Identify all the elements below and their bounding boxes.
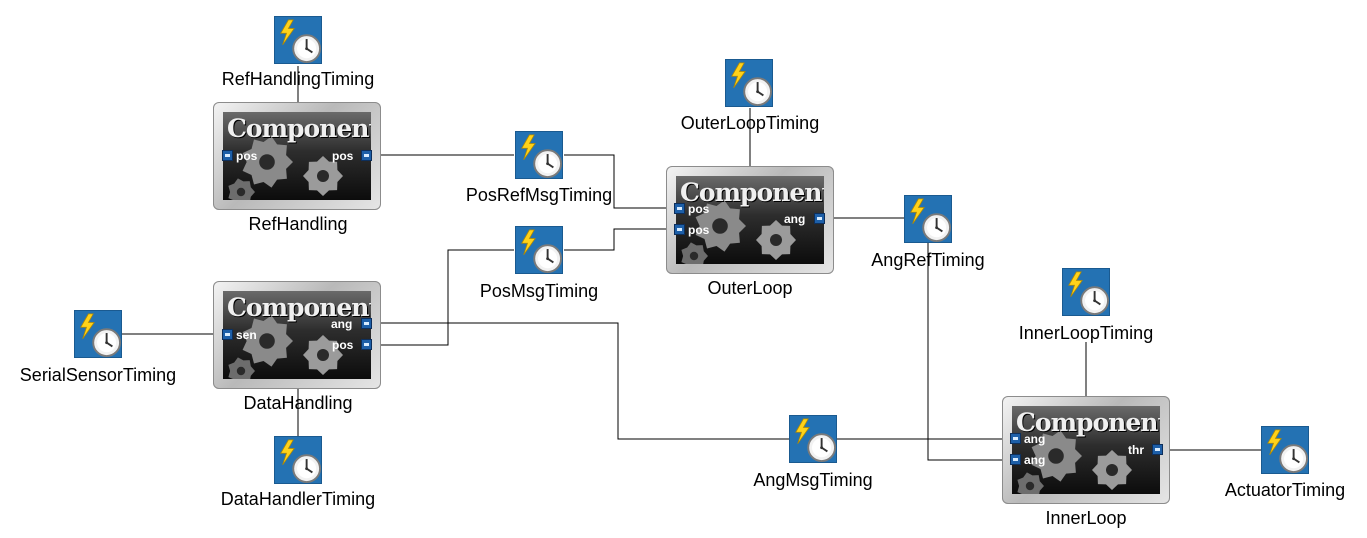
- component-badge: Component: [1016, 408, 1160, 437]
- port-label-out-ang: ang: [784, 212, 806, 226]
- gears-icon: [228, 315, 343, 379]
- timer-angreftiming[interactable]: [904, 195, 952, 243]
- timer-refhandlingtiming[interactable]: [274, 16, 322, 64]
- timer-clock-icon: [1068, 271, 1109, 315]
- label-posmsgtiming: PosMsgTiming: [479, 281, 599, 301]
- label-datahandling: DataHandling: [243, 393, 353, 413]
- label-angmsgtiming: AngMsgTiming: [753, 470, 873, 490]
- timer-posrefmsgtiming[interactable]: [515, 131, 563, 179]
- timer-clock-icon: [731, 62, 772, 106]
- port-in-pos-2[interactable]: [674, 224, 685, 235]
- timer-clock-icon: [521, 134, 562, 178]
- port-in-ang-1[interactable]: [1010, 433, 1021, 444]
- timer-outerlooptiming[interactable]: [725, 59, 773, 107]
- port-out-ang[interactable]: [361, 318, 372, 329]
- gears-icon: [681, 200, 796, 264]
- timer-clock-icon: [910, 198, 951, 242]
- port-label-in-ang-2: ang: [1024, 453, 1046, 467]
- timer-angmsgtiming[interactable]: [789, 415, 837, 463]
- port-label-in-ang-1: ang: [1024, 432, 1046, 446]
- port-label-in-pos-2: pos: [688, 223, 710, 237]
- port-label-out-thr: thr: [1128, 443, 1144, 457]
- gears-icon: [1017, 430, 1132, 494]
- label-refhandlingtiming: RefHandlingTiming: [221, 69, 375, 89]
- port-in[interactable]: [222, 329, 233, 340]
- timer-datahandlertiming[interactable]: [274, 436, 322, 484]
- wire-angref-innerloop: [927, 243, 1008, 461]
- port-out-thr[interactable]: [1152, 444, 1163, 455]
- timer-serialsensortiming[interactable]: [74, 310, 122, 358]
- label-innerlooptiming: InnerLoopTiming: [1018, 323, 1154, 343]
- port-label-out: pos: [332, 149, 354, 163]
- label-angreftiming: AngRefTiming: [871, 250, 985, 270]
- port-in-pos-1[interactable]: [674, 203, 685, 214]
- timer-actuatortiming[interactable]: [1261, 426, 1309, 474]
- timer-clock-icon: [1267, 429, 1308, 473]
- port-label-out-ang: ang: [331, 317, 353, 331]
- wire-posmsg-outerloop: [564, 228, 672, 251]
- timer-innerlooptiming[interactable]: [1062, 268, 1110, 316]
- port-out-pos[interactable]: [361, 339, 372, 350]
- component-outerloop[interactable]: Component pos pos ang: [666, 166, 834, 274]
- wire-datahandling-angmsg: [377, 322, 789, 440]
- port-label-in: sen: [236, 328, 257, 342]
- port-label-in: pos: [236, 149, 258, 163]
- label-outerlooptiming: OuterLoopTiming: [680, 113, 820, 133]
- component-innerloop[interactable]: Component ang ang thr: [1002, 396, 1170, 504]
- port-out-ang[interactable]: [814, 213, 825, 224]
- port-label-out-pos: pos: [332, 338, 354, 352]
- timer-clock-icon: [80, 313, 121, 357]
- label-outerloop: OuterLoop: [707, 278, 793, 298]
- label-innerloop: InnerLoop: [1045, 508, 1127, 528]
- component-datahandling[interactable]: Component sen ang pos: [213, 281, 381, 389]
- label-actuatortiming: ActuatorTiming: [1224, 480, 1346, 500]
- timer-clock-icon: [280, 19, 321, 63]
- component-badge: Component: [227, 293, 371, 322]
- port-out[interactable]: [361, 150, 372, 161]
- port-label-in-pos-1: pos: [688, 202, 710, 216]
- label-datahandlertiming: DataHandlerTiming: [220, 489, 376, 509]
- wire-posrefmsg-outerloop: [564, 154, 672, 209]
- timer-posmsgtiming[interactable]: [515, 226, 563, 274]
- label-posrefmsgtiming: PosRefMsgTiming: [465, 185, 613, 205]
- timer-clock-icon: [521, 229, 562, 273]
- component-refhandling[interactable]: Component pos pos: [213, 102, 381, 210]
- port-in[interactable]: [222, 150, 233, 161]
- gears-icon: [228, 136, 343, 200]
- component-badge: Component: [680, 178, 824, 207]
- component-badge: Component: [227, 114, 371, 143]
- timer-clock-icon: [795, 418, 836, 462]
- wire-datahandling-posmsg: [377, 249, 514, 346]
- label-refhandling: RefHandling: [248, 214, 348, 234]
- label-serialsensortiming: SerialSensorTiming: [19, 365, 177, 385]
- port-in-ang-2[interactable]: [1010, 454, 1021, 465]
- timer-clock-icon: [280, 439, 321, 483]
